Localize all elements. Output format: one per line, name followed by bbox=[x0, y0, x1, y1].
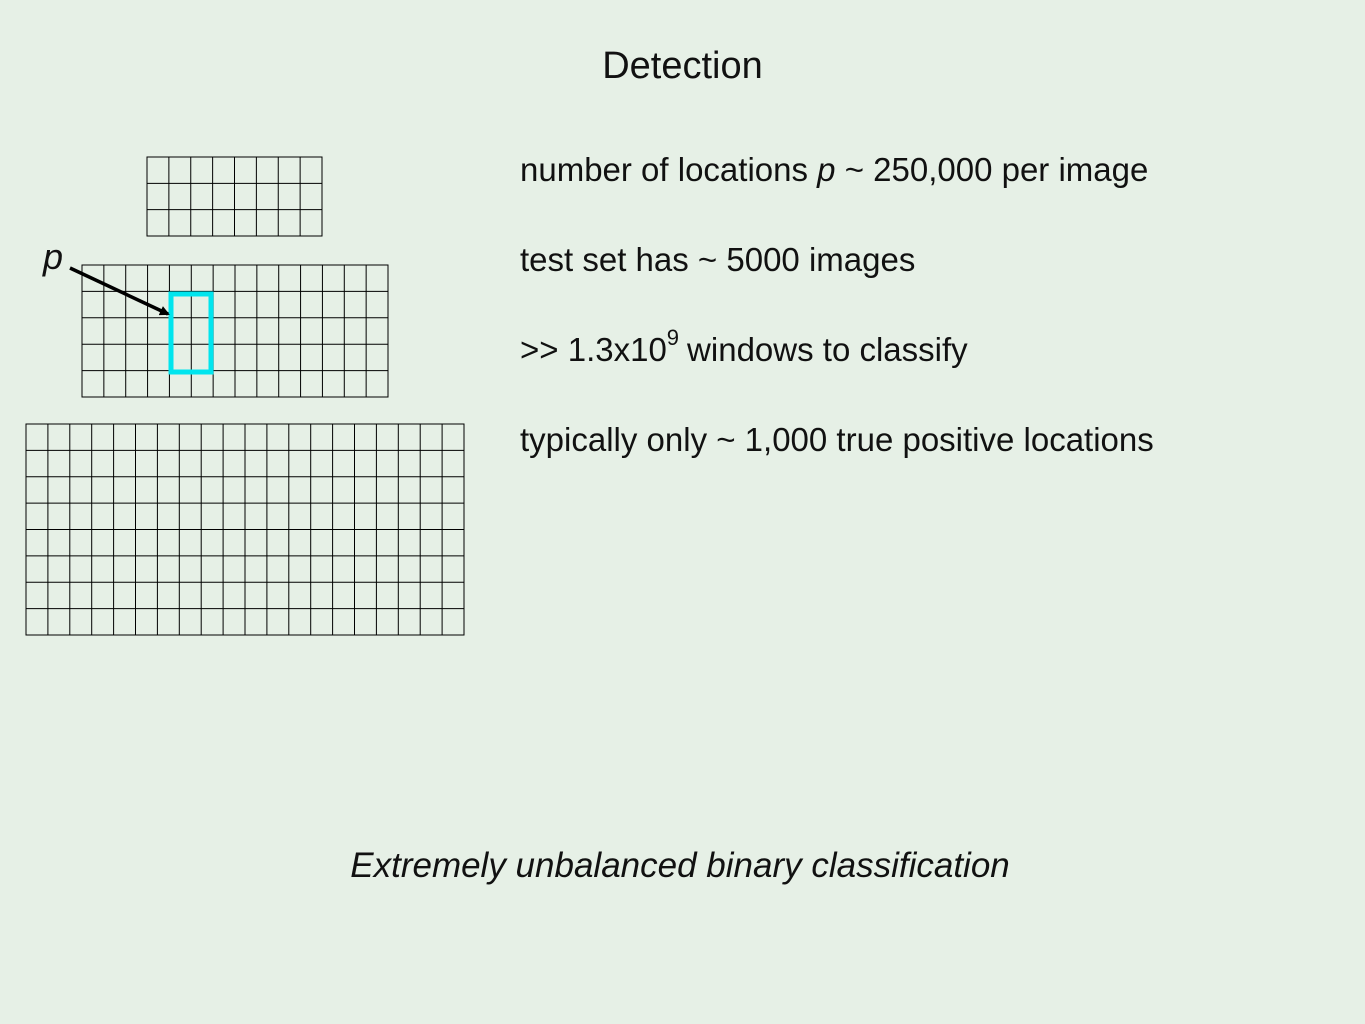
footer-caption: Extremely unbalanced binary classificati… bbox=[350, 846, 1010, 885]
bullet-windows-prefix: >> 1.3x10 bbox=[520, 331, 667, 368]
slide-title: Detection bbox=[602, 45, 763, 87]
pointer-label-p: p bbox=[43, 236, 64, 277]
bullet-test-set: test set has ~ 5000 images bbox=[520, 241, 916, 278]
bullet-windows: >> 1.3x109 windows to classify bbox=[520, 327, 968, 370]
variable-p: p bbox=[817, 151, 836, 188]
pointer-arrow bbox=[69, 266, 170, 316]
bullet-windows-suffix: windows to classify bbox=[687, 331, 968, 368]
bullet-locations: number of locations p ~ 250,000 per imag… bbox=[520, 150, 1148, 190]
exponent: 9 bbox=[666, 325, 680, 350]
bullet-locations-suffix: ~ 250,000 per image bbox=[835, 151, 1149, 188]
pyramid-level-medium bbox=[81, 264, 389, 398]
bullet-true-positives: typically only ~ 1,000 true positive loc… bbox=[520, 421, 1154, 458]
pyramid-level-large bbox=[25, 423, 465, 636]
detection-window bbox=[168, 291, 214, 375]
bullet-locations-prefix: number of locations bbox=[520, 151, 818, 188]
pyramid-level-small bbox=[146, 156, 323, 237]
